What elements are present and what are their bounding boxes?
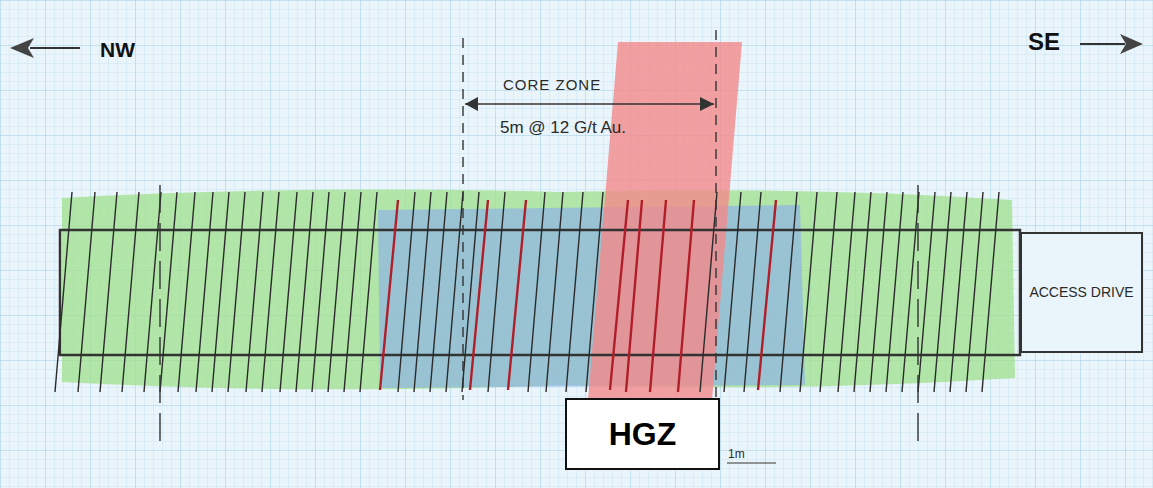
access-drive-box: ACCESS DRIVE: [1020, 232, 1143, 353]
zone-label: CORE ZONE: [503, 76, 601, 93]
vein-lines: [55, 192, 999, 392]
direction-label: SE: [1028, 28, 1060, 56]
section-line: [160, 185, 918, 445]
scale-label: 1m: [728, 447, 745, 461]
box-text: ACCESS DRIVE: [1029, 283, 1133, 302]
scale-bar: [727, 462, 776, 463]
direction-label: NW: [100, 38, 135, 62]
direction-arrowhead: [10, 38, 34, 58]
direction-arrowhead: [1120, 34, 1143, 54]
direction-arrow: [30, 47, 80, 49]
zone-label-box: HGZ: [565, 398, 720, 470]
dimension-arrowheads: [465, 97, 714, 111]
core-zone-boundary: [463, 30, 716, 415]
box-text: HGZ: [609, 416, 677, 453]
high-grade-veins: [380, 200, 776, 392]
direction-arrow: [1080, 43, 1125, 45]
dimension-line: [465, 103, 714, 105]
grade-label: 5m @ 12 G/t Au.: [500, 118, 626, 138]
